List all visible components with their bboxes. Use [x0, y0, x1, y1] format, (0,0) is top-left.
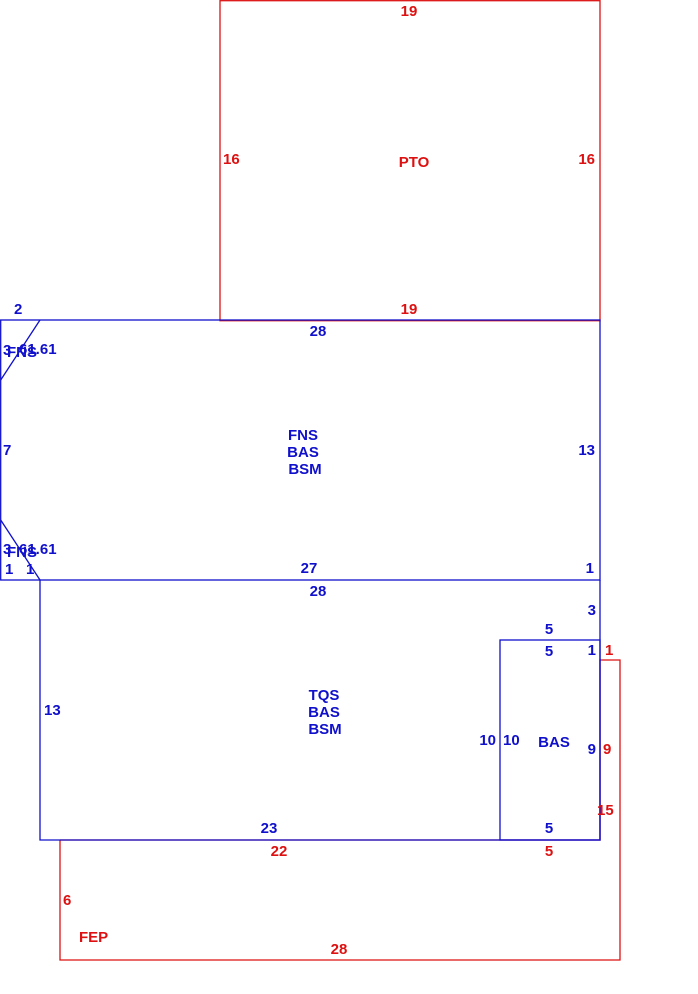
- bas-left-inner-dimension: 10: [503, 732, 520, 749]
- fns-small-top-code: FNS: [7, 344, 37, 361]
- fep-corner-dimension: 1: [605, 642, 613, 659]
- pto-bottom-dimension: 19: [401, 301, 418, 318]
- fns-top-dimension: 28: [310, 323, 327, 340]
- fns-room-outline: [0, 319, 601, 581]
- tqs-room-label-line2: BAS: [308, 704, 340, 721]
- fep-room-label: FEP: [79, 929, 108, 946]
- fns-bottom-right-dimension: 1: [586, 560, 594, 577]
- fep-top-right-dimension: 5: [545, 843, 553, 860]
- bas-room-outline: [499, 639, 601, 841]
- fns-room-label-line1: FNS: [288, 427, 318, 444]
- fns-small-top-extra: 61.61: [19, 341, 57, 358]
- tqs-top-dimension: 28: [310, 583, 327, 600]
- pto-room-label: PTO: [399, 154, 430, 171]
- fep-left-dimension: 6: [63, 892, 71, 909]
- tqs-left-dimension: 13: [44, 702, 61, 719]
- fns-right-dimension: 13: [578, 442, 595, 459]
- fep-right-lower-dimension: 15: [597, 802, 614, 819]
- fns-room-label-line2: BAS: [287, 444, 319, 461]
- bas-room-label: BAS: [538, 734, 570, 751]
- bas-left-outer-dimension: 10: [479, 732, 496, 749]
- bas-corner-dimension: 1: [588, 642, 596, 659]
- tqs-room-label-line1: TQS: [309, 687, 340, 704]
- fns-left-dimension: 7: [3, 442, 11, 459]
- fns-small-bottom-code: FNS: [7, 544, 37, 561]
- fns-small-top-number: 3: [3, 342, 11, 359]
- fns-bottom-left-dimension-a: 1: [5, 561, 13, 578]
- tqs-right-upper-dimension: 3: [588, 602, 596, 619]
- tqs-room-label-line3: BSM: [308, 721, 341, 738]
- bas-top-inner-dimension: 5: [545, 643, 553, 660]
- bas-bottom-dimension: 5: [545, 820, 553, 837]
- fns-bottom-dimension: 27: [301, 560, 318, 577]
- tqs-bottom-dimension: 23: [261, 820, 278, 837]
- fns-bottom-left-dimension-b: 1: [26, 561, 34, 578]
- fns-small-bottom-extra: 61.61: [19, 541, 57, 558]
- fep-bottom-dimension: 28: [331, 941, 348, 958]
- fep-top-left-dimension: 22: [271, 843, 288, 860]
- fns-small-bottom-number: 3: [3, 541, 11, 558]
- fep-outline: [59, 659, 621, 961]
- fns-room-label-line3: BSM: [288, 461, 321, 478]
- pto-outline: [219, 0, 601, 322]
- pto-left-dimension: 16: [223, 151, 240, 168]
- pto-right-dimension: 16: [578, 151, 595, 168]
- bas-top-outer-dimension: 5: [545, 621, 553, 638]
- fns-corner-dimension: 2: [14, 301, 22, 318]
- fns-top-corner-diagonal: [0, 319, 41, 381]
- pto-top-dimension: 19: [401, 3, 418, 20]
- fep-right-upper-dimension: 9: [603, 741, 611, 758]
- bas-right-dimension: 9: [588, 741, 596, 758]
- fns-bottom-corner-diagonal: [0, 519, 41, 581]
